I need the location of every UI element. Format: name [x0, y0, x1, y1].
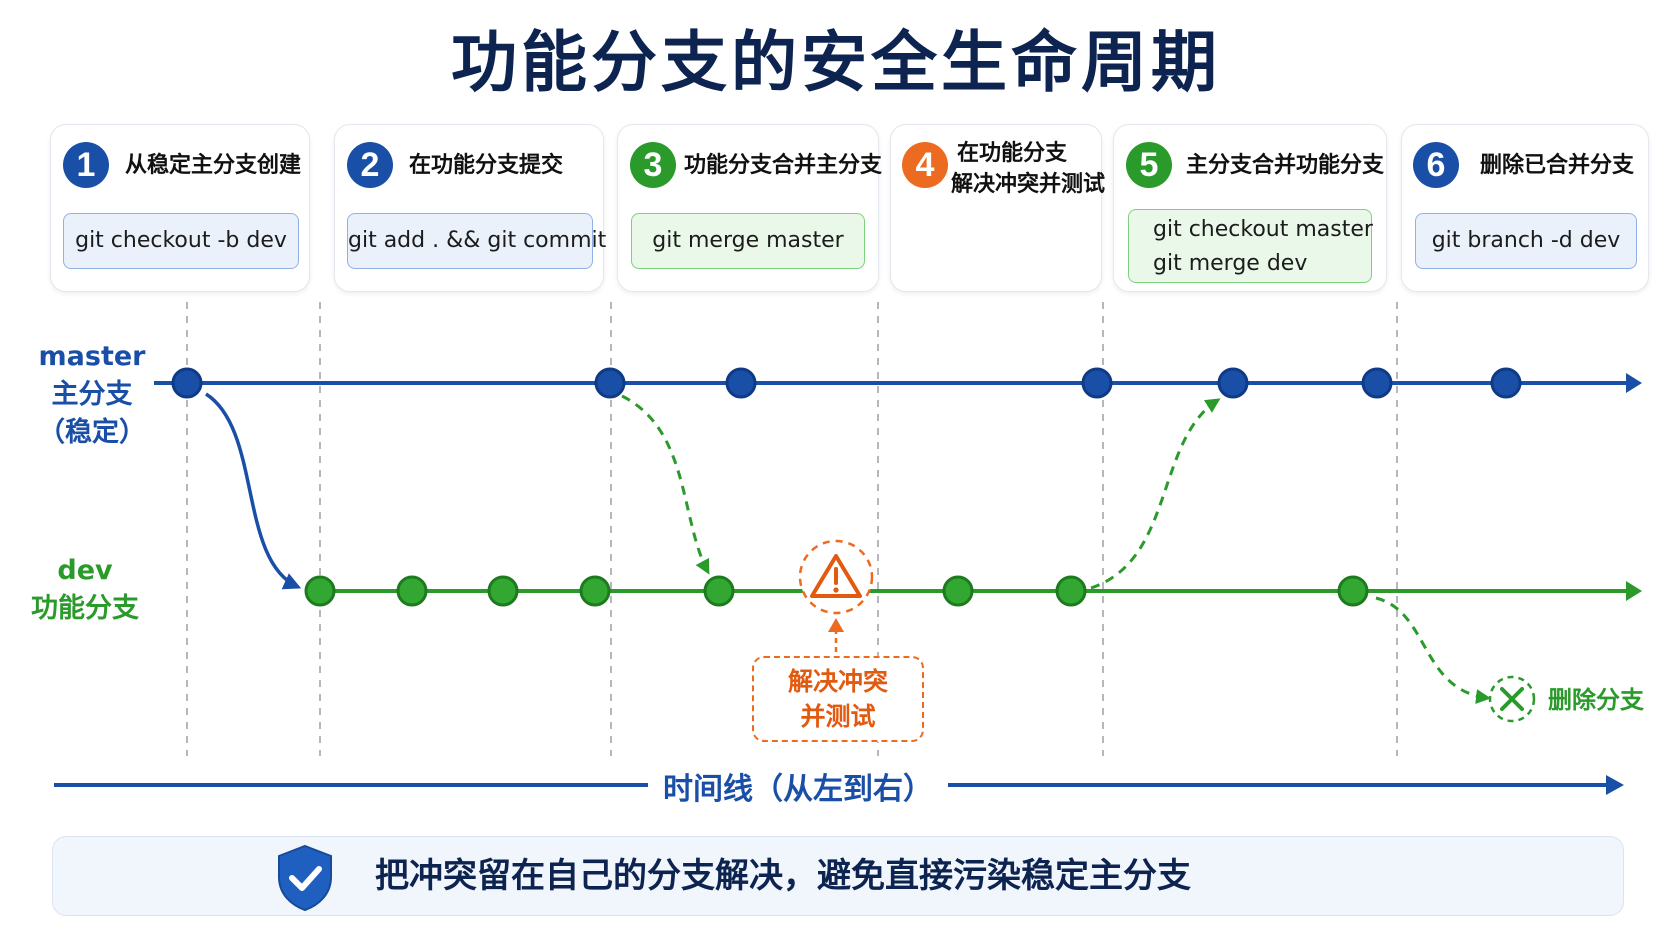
branch-create-arrow	[205, 392, 302, 590]
master-commit	[1081, 367, 1113, 399]
master-commit	[725, 367, 757, 399]
merge-dev-into-master-arrow	[1090, 398, 1221, 590]
step-number-5: 5	[1126, 142, 1172, 188]
command-text: git add . && git commit	[348, 228, 607, 253]
delete-branch-label: 删除分支	[1548, 686, 1644, 714]
step-title-1: 从稳定主分支创建	[125, 153, 302, 178]
dev-lane-title: 功能分支	[31, 593, 139, 624]
dev-commit	[703, 575, 735, 607]
dev-commit	[1055, 575, 1087, 607]
step-number-3: 3	[630, 142, 676, 188]
master-lane-note: （稳定）	[38, 417, 146, 448]
step-title-4: 在功能分支	[957, 141, 1068, 166]
step-card-1: 1 从稳定主分支创建 git checkout -b dev	[50, 124, 310, 292]
step-number-4: 4	[902, 142, 948, 188]
conflict-note: 解决冲突 并测试	[752, 656, 924, 742]
footer-banner: 把冲突留在自己的分支解决，避免直接污染稳定主分支	[52, 836, 1624, 916]
timeline-label: 时间线（从左到右）	[648, 770, 948, 810]
master-commit	[1490, 367, 1522, 399]
dev-commit	[396, 575, 428, 607]
merge-master-into-dev-arrow	[621, 394, 710, 575]
dev-arrowhead	[1626, 581, 1642, 601]
conflict-note-line1: 解决冲突	[787, 667, 888, 696]
step-card-4: 4 在功能分支 解决冲突并测试	[890, 124, 1106, 292]
master-commit	[594, 367, 626, 399]
step-title-2: 在功能分支提交	[409, 153, 564, 178]
conflict-pointer-head	[828, 618, 844, 632]
timeline-arrowhead	[1606, 775, 1624, 795]
step-command-1: git checkout -b dev	[63, 213, 299, 269]
master-lane-title: 主分支	[51, 379, 133, 410]
step-command-6: git branch -d dev	[1415, 213, 1637, 269]
dev-commit	[942, 575, 974, 607]
step-number-2: 2	[347, 142, 393, 188]
step-title-6: 删除已合并分支	[1480, 153, 1635, 178]
dev-commit	[1337, 575, 1369, 607]
step-card-3: 3 功能分支合并主分支 git merge master	[617, 124, 883, 292]
dev-lane-name: dev	[57, 555, 113, 586]
step-card-5: 5 主分支合并功能分支 git checkout master git merg…	[1113, 124, 1387, 292]
delete-branch-arrow	[1375, 596, 1491, 705]
dev-lane-label: dev 功能分支	[20, 552, 150, 628]
step-number-6: 6	[1413, 142, 1459, 188]
page-title: 功能分支的安全生命周期	[451, 24, 1221, 101]
footer-message: 把冲突留在自己的分支解决，避免直接污染稳定主分支	[375, 856, 1191, 896]
master-lane-name: master	[38, 341, 146, 372]
master-arrowhead	[1626, 373, 1642, 393]
step-command-2: git add . && git commit	[347, 213, 607, 269]
command-text: git merge master	[652, 228, 844, 253]
dev-commit	[579, 575, 611, 607]
command-text: git branch -d dev	[1431, 228, 1621, 253]
step-title-4-line2: 解决冲突并测试	[951, 172, 1106, 197]
conflict-note-line2: 并测试	[800, 702, 876, 731]
warning-icon	[810, 554, 862, 598]
step-card-2: 2 在功能分支提交 git add . && git commit	[334, 124, 607, 292]
step-title-5: 主分支合并功能分支	[1186, 153, 1385, 178]
dev-commit	[487, 575, 519, 607]
step-card-6: 6 删除已合并分支 git branch -d dev	[1401, 124, 1649, 292]
shield-check-icon	[278, 844, 332, 912]
close-circle-icon	[1500, 687, 1524, 711]
master-commit	[1361, 367, 1393, 399]
master-commit	[1217, 367, 1249, 399]
master-lane-label: master 主分支 （稳定）	[30, 338, 154, 452]
step-command-5: git checkout master git merge dev	[1128, 209, 1373, 283]
step-command-3: git merge master	[631, 213, 865, 269]
master-commit	[171, 367, 203, 399]
command-text: git checkout -b dev	[75, 228, 287, 253]
command-text: git merge dev	[1153, 251, 1308, 276]
command-text: git checkout master	[1153, 217, 1373, 242]
dev-commit	[304, 575, 336, 607]
step-number-1: 1	[63, 142, 109, 188]
step-title-3: 功能分支合并主分支	[684, 153, 883, 178]
